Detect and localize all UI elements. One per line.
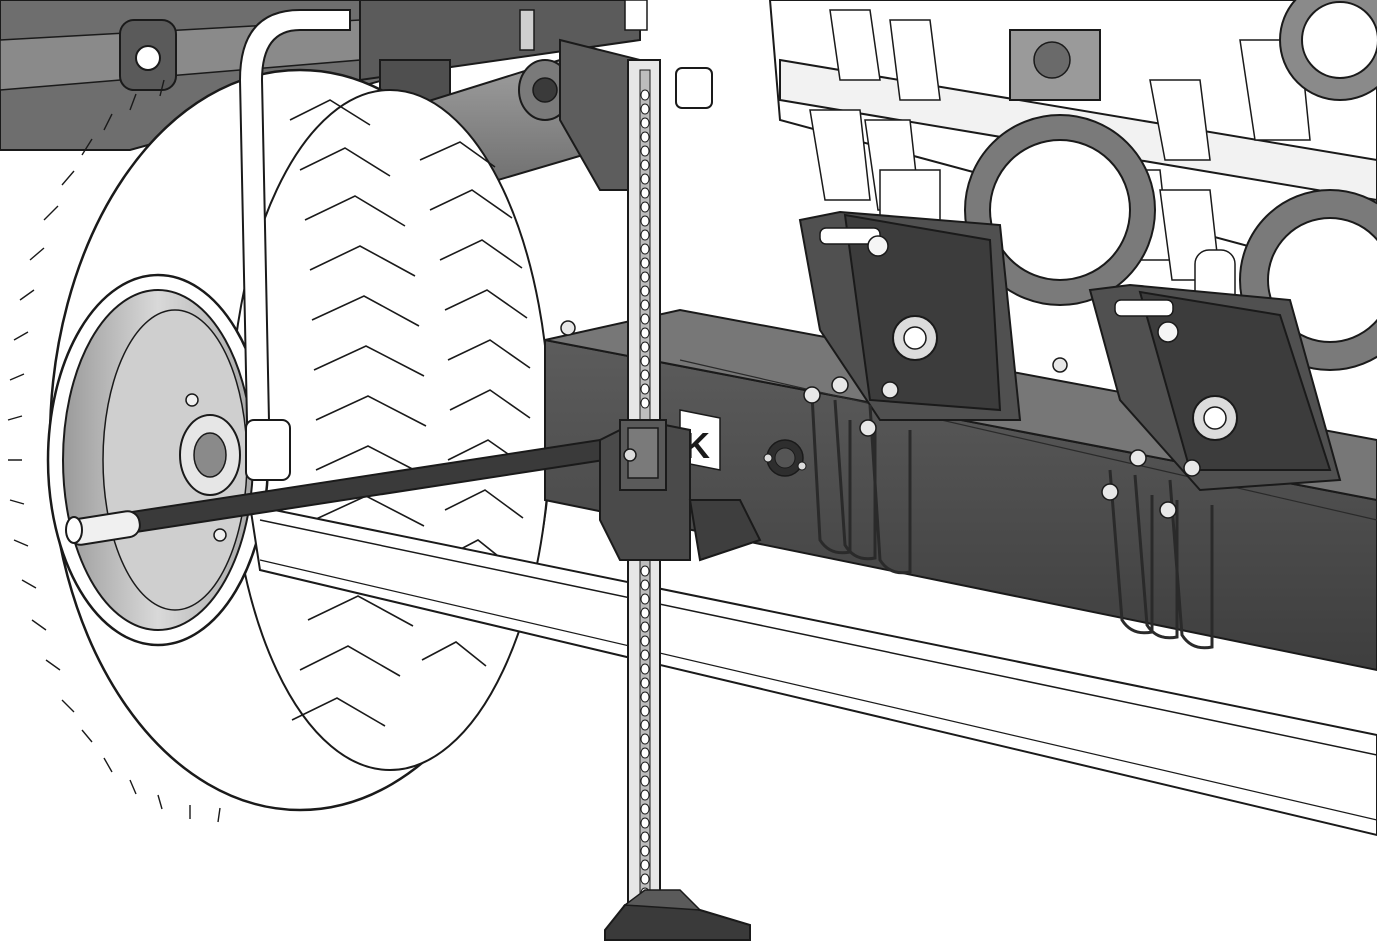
jack-rail-hole: [640, 607, 650, 619]
jack-rail-hole: [640, 859, 650, 871]
rotary-implement: [768, 0, 1377, 371]
jack-rail-hole: [640, 649, 650, 661]
jack-rail-hole: [640, 383, 650, 395]
hydraulic-cylinder: [398, 9, 641, 202]
jack-rail-hole: [640, 831, 650, 843]
lower-frame-beam: [248, 503, 1377, 837]
jack-rail-hole: [640, 565, 650, 577]
jack-rail-hole: [640, 593, 650, 605]
jack-rail-hole: [640, 257, 650, 269]
jack-rail-hole: [640, 89, 650, 101]
jack-rail-hole: [640, 201, 650, 213]
jack-rail-hole: [640, 313, 650, 325]
jack-rail-hole: [640, 369, 650, 381]
jack-rail-hole: [640, 747, 650, 759]
jack-rail-hole: [640, 845, 650, 857]
mount-bracket-right: [1088, 283, 1342, 492]
jack-rail-hole: [640, 117, 650, 129]
jack-rail-hole: [640, 299, 650, 311]
jack-rail-hole: [640, 187, 650, 199]
jack-rail-hole: [640, 579, 650, 591]
jack-rail-hole: [640, 243, 650, 255]
jack-rail-hole: [640, 719, 650, 731]
jack-rail-hole: [640, 803, 650, 815]
jack-rail-hole: [640, 159, 650, 171]
jack-rail-hole: [640, 663, 650, 675]
jack-rail-hole: [640, 621, 650, 633]
jack-rail-hole: [640, 285, 650, 297]
jack-rail-hole: [640, 131, 650, 143]
jack-rail-hole: [640, 817, 650, 829]
jack-rail-hole: [640, 691, 650, 703]
jack-rail-hole: [640, 789, 650, 801]
jack-rail-hole: [640, 215, 650, 227]
jack-rail-hole: [640, 327, 650, 339]
jack-rail-hole: [640, 173, 650, 185]
jack-rail-hole: [640, 733, 650, 745]
jack-rail-hole: [640, 229, 650, 241]
jack-rail-hole: [640, 103, 650, 115]
jack-rail-hole: [640, 271, 650, 283]
jack-rail-hole: [640, 873, 650, 885]
jack-rail-hole: [640, 145, 650, 157]
wheel-frame-tube: [238, 9, 351, 481]
jack-rail-hole: [640, 775, 650, 787]
jack-rail-hole: [640, 341, 650, 353]
jack-rail-holes: [640, 89, 650, 899]
jack-rail-hole: [640, 635, 650, 647]
jack-rail-hole: [640, 705, 650, 717]
mount-bracket-left: [798, 210, 1022, 421]
u-bolts: [810, 394, 1214, 650]
jack-rail-hole: [640, 397, 650, 409]
jack-rail-hole: [640, 355, 650, 367]
tire-sidewall-ribs: [7, 79, 221, 823]
nuts: [560, 320, 1201, 519]
farm-jack: [599, 0, 762, 941]
jack-rail-hole: [640, 761, 650, 773]
jack-rail-hole: [640, 677, 650, 689]
